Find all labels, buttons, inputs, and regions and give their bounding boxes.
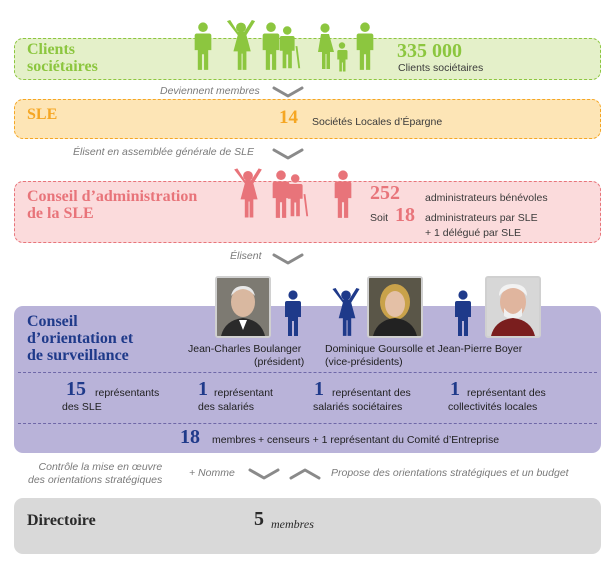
cos-inner-divider-top	[18, 372, 597, 373]
conseil-admin-prefix2: Soit	[370, 212, 389, 224]
chevron-down-icon	[272, 86, 304, 98]
conseil-admin-title: Conseil d’administration de la SLE	[27, 188, 198, 222]
connector-label-elisent: Élisent	[230, 250, 262, 262]
portrait-photo-goursolle	[367, 276, 423, 338]
portrait-photo-boyer	[485, 276, 541, 338]
conseil-admin-caption2: administrateurs par SLE	[425, 212, 538, 224]
clients-caption: Clients sociétaires	[398, 62, 484, 74]
conseil-admin-caption1: administrateurs bénévoles	[425, 192, 548, 204]
connector-label-controle: Contrôle la mise en œuvre des orientatio…	[28, 461, 163, 486]
rep-line1: représentant	[214, 387, 273, 399]
clients-people-icon	[190, 14, 390, 79]
cos-members-rest: + censeurs + 1 représentant du Comité d’…	[258, 434, 500, 446]
connector-label-deviennent: Deviennent membres	[160, 85, 260, 97]
connector-label-nomme: + Nomme	[189, 467, 235, 479]
conseil-admin-number1: 252	[370, 182, 400, 204]
rep-line2: des salariés	[198, 401, 255, 413]
person-icon	[282, 290, 304, 343]
chevron-down-icon	[272, 148, 304, 160]
person1-name: Jean-Charles Boulanger	[188, 343, 302, 355]
sle-number: 14	[279, 107, 298, 128]
clients-title: Clients sociétaires	[27, 41, 98, 75]
rep-line2: collectivités locales	[448, 401, 538, 413]
connector-label-propose: Propose des orientations stratégiques et…	[331, 467, 569, 479]
conseil-admin-number2: 18	[395, 204, 415, 226]
directoire-caption: membres	[271, 517, 314, 531]
clients-box	[14, 38, 601, 80]
rep-number: 1	[450, 378, 460, 400]
directoire-box	[14, 498, 601, 554]
cos-title: Conseil d’orientation et de surveillance	[27, 313, 134, 364]
rep-line1: représentants	[95, 387, 160, 399]
conseil-admin-people-icon	[230, 164, 360, 227]
chevron-down-icon	[248, 468, 280, 480]
rep-line1: représentant des	[467, 387, 546, 399]
person-icon	[452, 290, 474, 343]
cos-inner-divider-bottom	[18, 423, 597, 424]
clients-number: 335 000	[397, 40, 462, 62]
conseil-admin-caption3: + 1 délégué par SLE	[425, 227, 522, 239]
cos-members-number: 18	[180, 426, 200, 448]
chevron-up-icon	[289, 468, 321, 480]
person1-role: (président)	[254, 356, 305, 368]
connector-label-elisent-ag: Élisent en assemblée générale de SLE	[73, 146, 254, 158]
sle-caption: Sociétés Locales d’Épargne	[312, 116, 443, 128]
chevron-down-icon	[272, 253, 304, 265]
person-icon	[330, 288, 362, 343]
rep-line2: des SLE	[62, 401, 102, 413]
cos-members-text: membres	[212, 434, 256, 446]
rep-number: 1	[314, 378, 324, 400]
rep-line1: représentant des	[332, 387, 411, 399]
persons23-role: (vice-présidents)	[325, 356, 403, 368]
sle-title: SLE	[27, 106, 58, 123]
persons23-names: Dominique Goursolle et Jean-Pierre Boyer	[325, 343, 523, 355]
rep-number: 1	[198, 378, 208, 400]
directoire-number: 5	[254, 508, 264, 530]
portrait-photo-boulanger	[215, 276, 271, 338]
directoire-title: Directoire	[27, 512, 96, 529]
rep-number: 15	[66, 378, 86, 400]
sle-box	[14, 99, 601, 139]
rep-line2: salariés sociétaires	[313, 401, 403, 413]
